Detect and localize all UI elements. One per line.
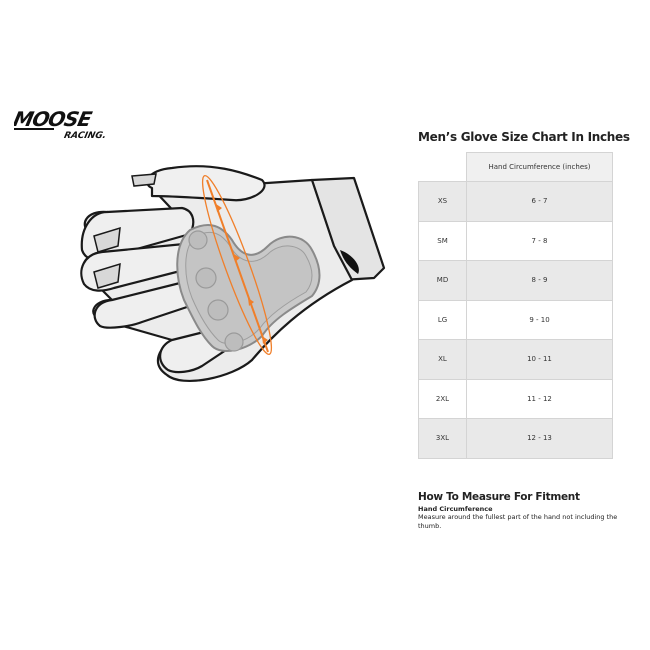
size-label: SM (418, 220, 467, 261)
how-to-measure-section: How To Measure For Fitment Hand Circumfe… (418, 491, 618, 530)
table-header-row: Hand Circumference (inches) (418, 152, 613, 182)
moose-racing-logo: MOOSE RACING. (11, 107, 132, 141)
size-label: 2XL (418, 378, 467, 419)
size-range: 6 - 7 (466, 181, 613, 222)
table-row: 2XL 11 - 12 (418, 378, 613, 419)
table-row: LG 9 - 10 (418, 299, 613, 340)
size-label: XL (418, 339, 467, 380)
size-label: LG (418, 299, 467, 340)
how-to-measure-text: Measure around the fullest part of the h… (418, 513, 618, 530)
table-row: SM 7 - 8 (418, 220, 613, 261)
size-range: 7 - 8 (466, 220, 613, 261)
header-blank-cell (418, 152, 467, 182)
size-chart-title: Men’s Glove Size Chart In Inches (418, 130, 630, 144)
size-label: 3XL (418, 418, 467, 459)
size-chart-table: Hand Circumference (inches) XS 6 - 7 SM … (418, 152, 613, 459)
glove-illustration (72, 150, 402, 400)
size-range: 9 - 10 (466, 299, 613, 340)
size-label: XS (418, 181, 467, 222)
table-row: XL 10 - 11 (418, 339, 613, 380)
logo-sub-text: RACING. (63, 131, 107, 140)
logo-main-text: MOOSE (14, 108, 94, 131)
table-row: MD 8 - 9 (418, 260, 613, 301)
table-row: 3XL 12 - 13 (418, 418, 613, 459)
size-range: 12 - 13 (466, 418, 613, 459)
size-range: 10 - 11 (466, 339, 613, 380)
size-range: 8 - 9 (466, 260, 613, 301)
how-to-measure-title: How To Measure For Fitment (418, 491, 580, 503)
size-range: 11 - 12 (466, 378, 613, 419)
how-to-measure-subtitle: Hand Circumference (418, 505, 493, 513)
column-header-hand-circumference: Hand Circumference (inches) (466, 152, 613, 182)
size-label: MD (418, 260, 467, 301)
table-row: XS 6 - 7 (418, 181, 613, 222)
